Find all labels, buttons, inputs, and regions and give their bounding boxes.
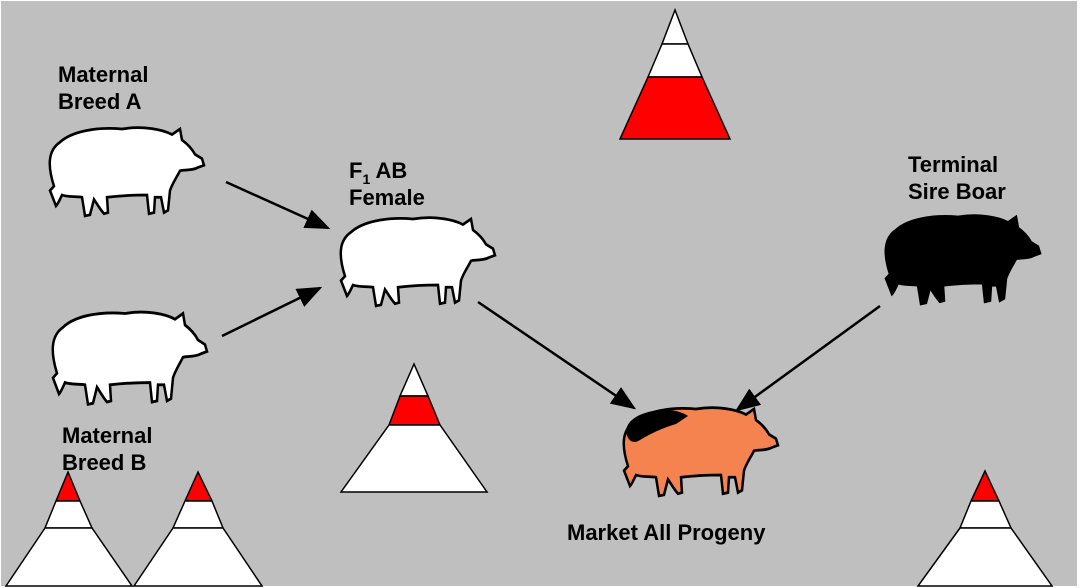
- pig-maternal-breed-a: [48, 126, 206, 218]
- pyramid-bottom-right: [916, 469, 1054, 587]
- label-f1-line1: F1 AB: [349, 158, 407, 187]
- label-maternal-b-line1: Maternal: [62, 423, 152, 448]
- pig-maternal-breed-b: [51, 310, 209, 406]
- label-f1-line2: Female: [349, 185, 425, 210]
- label-maternal-a-line1: Maternal: [58, 62, 148, 87]
- pyramid-bottom-left-2: [132, 470, 264, 587]
- pyramid-top-center: [618, 7, 732, 140]
- black-patch: [626, 409, 688, 442]
- label-sire-line2: Sire Boar: [908, 179, 1006, 204]
- label-maternal-b-line2: Breed B: [62, 450, 146, 475]
- arrow-breed-a-to-f1: [225, 180, 331, 230]
- pig-market-progeny: [622, 406, 780, 498]
- arrow-f1-to-market: [477, 300, 637, 410]
- pig-f1-ab-female: [339, 216, 497, 308]
- label-maternal-a-line2: Breed A: [58, 89, 142, 114]
- pig-terminal-sire-boar: [884, 214, 1042, 306]
- label-sire-line1: Terminal: [908, 152, 998, 177]
- pyramid-center-bottom: [339, 362, 489, 493]
- label-f1-subscript: 1: [362, 171, 370, 187]
- label-market: Market All Progeny: [567, 520, 766, 545]
- label-f1-f: F: [349, 158, 362, 183]
- arrow-sire-to-market: [734, 304, 881, 412]
- arrow-breed-b-to-f1: [221, 286, 323, 338]
- label-f1-ab: AB: [370, 158, 407, 183]
- pyramid-bottom-left-1: [4, 470, 134, 587]
